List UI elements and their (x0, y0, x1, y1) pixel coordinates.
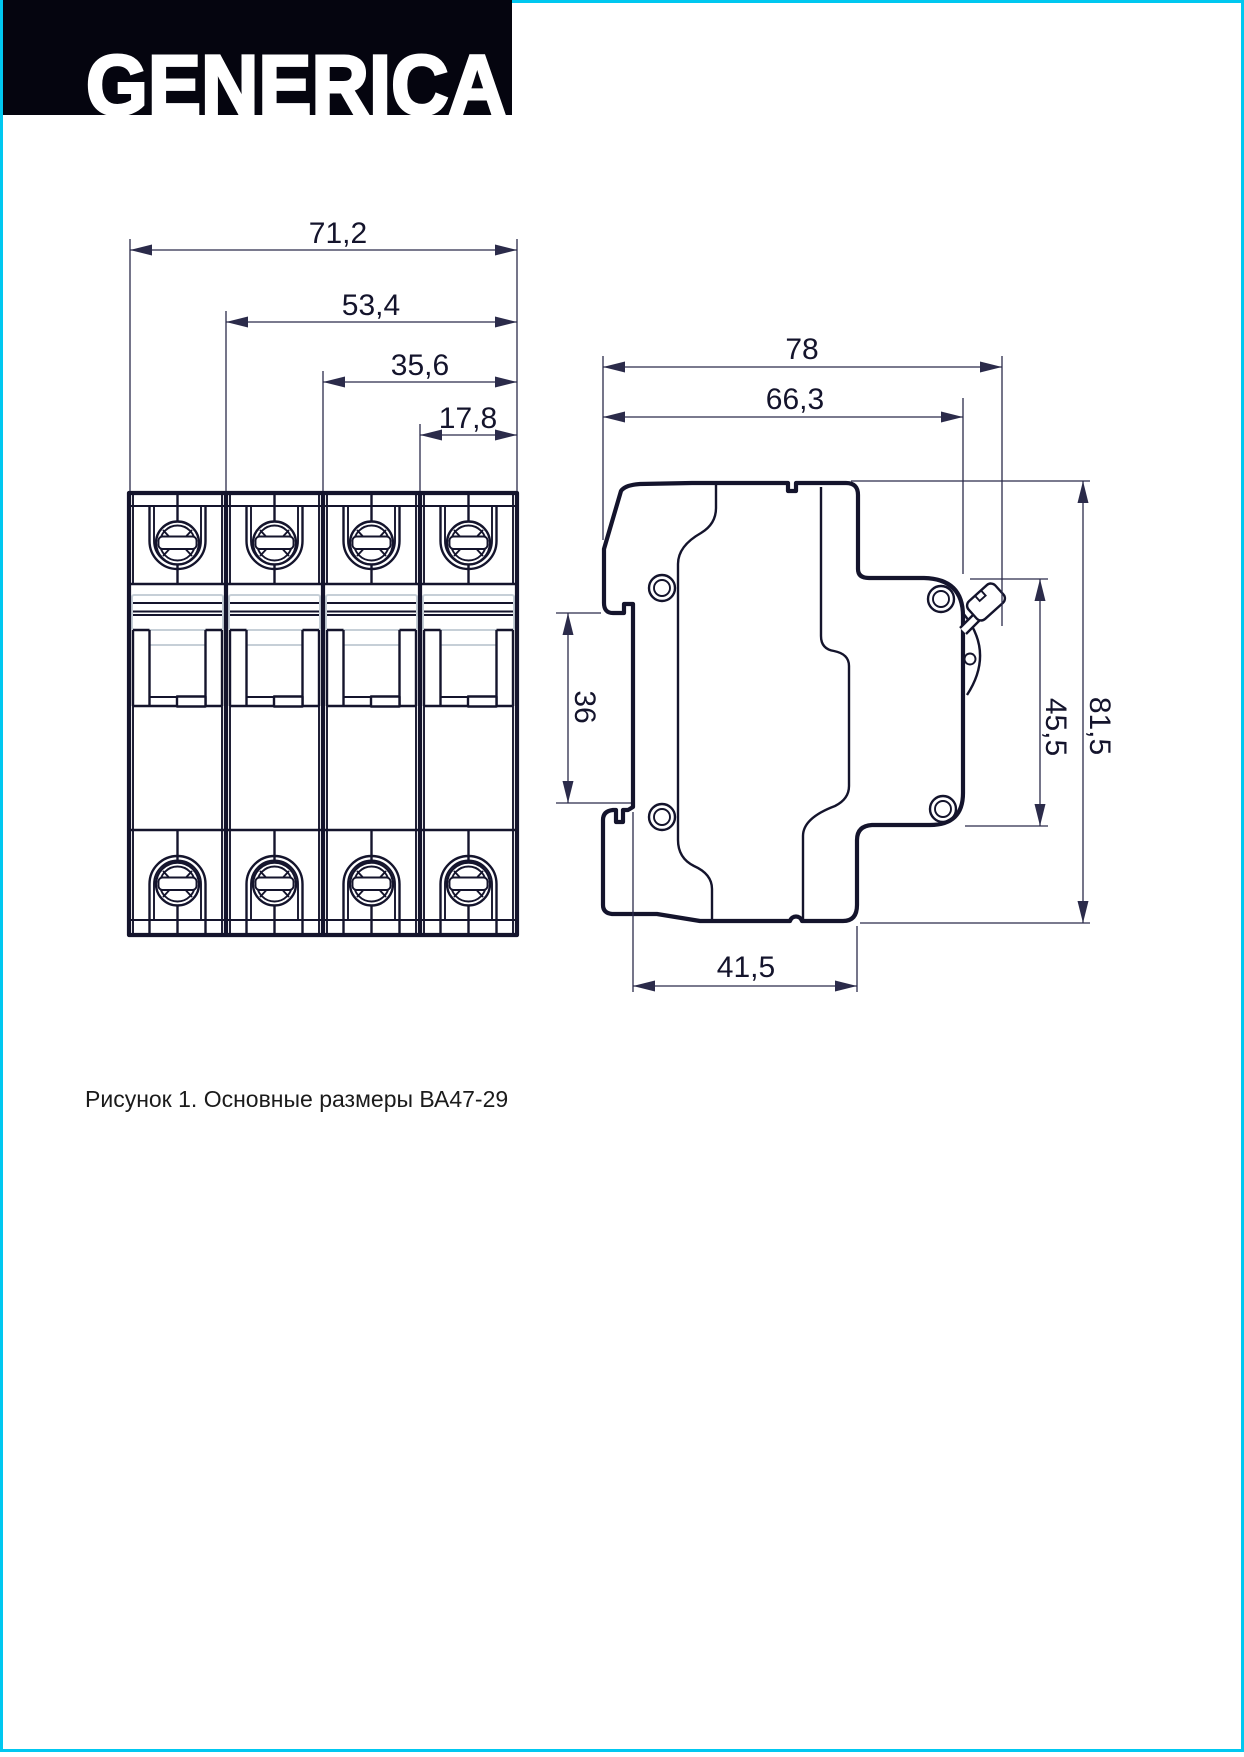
side-outline (600, 480, 966, 924)
toggle-lever (959, 582, 1007, 696)
logo-bar (3, 0, 512, 115)
rivet (928, 794, 958, 824)
dim-17-8: 17,8 (439, 402, 497, 435)
dim-36: 36 (568, 690, 601, 723)
dim-81-5: 81,5 (1083, 697, 1116, 755)
rivet (647, 573, 677, 603)
logo-text: GENERICA (86, 38, 506, 132)
side-view (600, 480, 1007, 924)
dim-41-5: 41,5 (717, 951, 775, 984)
side-inner-right (801, 487, 851, 919)
dim-66-3: 66,3 (766, 383, 824, 416)
dim-53-4: 53,4 (342, 289, 400, 322)
side-inner-left (676, 484, 718, 920)
front-view-dimensions: 71,2 53,4 35,6 17,8 (129, 217, 518, 491)
rivet (647, 802, 677, 832)
dim-78: 78 (785, 333, 818, 366)
dim-71-2: 71,2 (309, 217, 367, 250)
side-view-dimensions: 78 66,3 81,5 45,5 36 41,5 (556, 333, 1116, 992)
dim-45-5: 45,5 (1039, 698, 1072, 756)
figure-caption: Рисунок 1. Основные размеры ВА47-29 (85, 1086, 508, 1112)
dim-35-6: 35,6 (391, 349, 449, 382)
rivet (926, 584, 956, 614)
front-view (126, 490, 520, 938)
